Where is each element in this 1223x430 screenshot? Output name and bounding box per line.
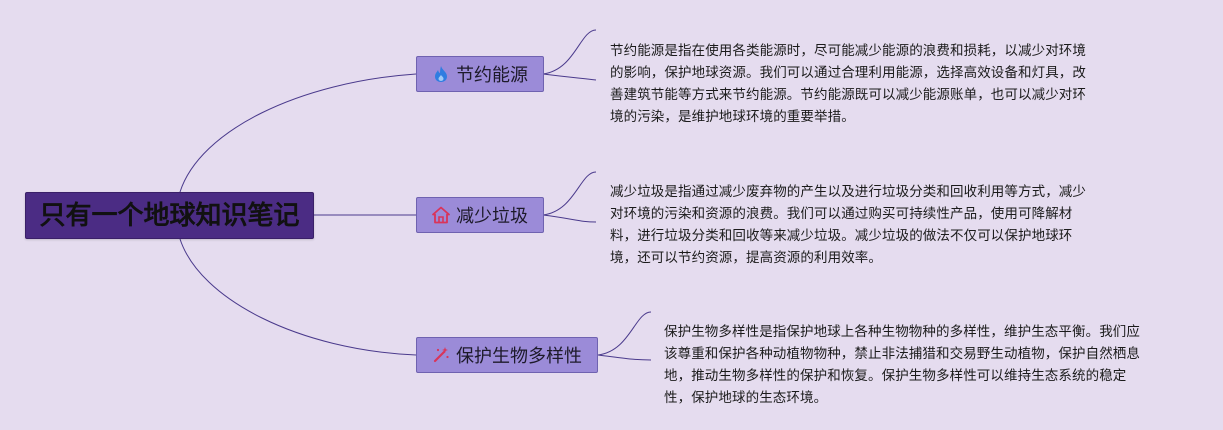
description-line: 节约能源是指在使用各类能源时，尽可能减少能源的浪费和损耗，以减少对环境 xyxy=(610,43,1086,59)
connector-branch-3-to-desc xyxy=(597,311,652,361)
branch-label-biodiversity: 保护生物多样性 xyxy=(456,346,582,367)
branch-topic-biodiversity[interactable]: 保护生物多样性 xyxy=(416,337,598,373)
description-line: 性，保护地球的生态环境。 xyxy=(664,390,828,406)
description-line: 料，进行垃圾分类和回收等来减少垃圾。减少垃圾的做法不仅可以保护地球环 xyxy=(610,228,1073,244)
description-line: 境，还可以节约资源，提高资源的利用效率。 xyxy=(610,250,882,266)
description-line: 该尊重和保护各种动植物物种，禁止非法捕猎和交易野生动植物，保护自然栖息 xyxy=(664,346,1140,362)
description-line: 的影响，保护地球资源。我们可以通过合理利用能源，选择高效设备和灯具，改 xyxy=(610,65,1086,81)
description-waste: 减少垃圾是指通过减少废弃物的产生以及进行垃圾分类和回收利用等方式，减少 对环境的… xyxy=(610,181,1086,269)
branch-label-waste: 减少垃圾 xyxy=(456,206,528,227)
description-line: 地，推动生物多样性的保护和恢复。保护生物多样性可以维持生态系统的稳定 xyxy=(664,368,1127,384)
description-line: 减少垃圾是指通过减少废弃物的产生以及进行垃圾分类和回收利用等方式，减少 xyxy=(610,184,1086,200)
description-biodiversity: 保护生物多样性是指保护地球上各种生物物种的多样性，维护生态平衡。我们应 该尊重和… xyxy=(664,321,1140,409)
description-energy: 节约能源是指在使用各类能源时，尽可能减少能源的浪费和损耗，以减少对环境 的影响，… xyxy=(610,40,1086,128)
root-topic[interactable]: 只有一个地球知识笔记 xyxy=(25,192,314,239)
flame-icon xyxy=(432,65,450,83)
description-line: 保护生物多样性是指保护地球上各种生物物种的多样性，维护生态平衡。我们应 xyxy=(664,324,1140,340)
connector-root-to-branch-1 xyxy=(179,73,417,193)
description-line: 对环境的污染和资源的浪费。我们可以通过购买可持续性产品，使用可降解材 xyxy=(610,206,1073,222)
home-icon xyxy=(432,206,450,224)
root-topic-label: 只有一个地球知识笔记 xyxy=(39,201,300,231)
branch-topic-energy[interactable]: 节约能源 xyxy=(416,56,544,92)
description-line: 境的污染，是维护地球环境的重要举措。 xyxy=(610,109,855,125)
description-line: 善建筑节能等方式来节约能源。节约能源既可以减少能源账单，也可以减少对环 xyxy=(610,87,1086,103)
magic-wand-icon xyxy=(432,346,450,364)
connector-root-to-branch-3 xyxy=(179,238,417,356)
branch-topic-waste[interactable]: 减少垃圾 xyxy=(416,197,544,233)
branch-label-energy: 节约能源 xyxy=(456,65,528,86)
connector-branch-1-to-desc xyxy=(542,29,597,81)
connector-branch-2-to-desc xyxy=(542,171,597,223)
